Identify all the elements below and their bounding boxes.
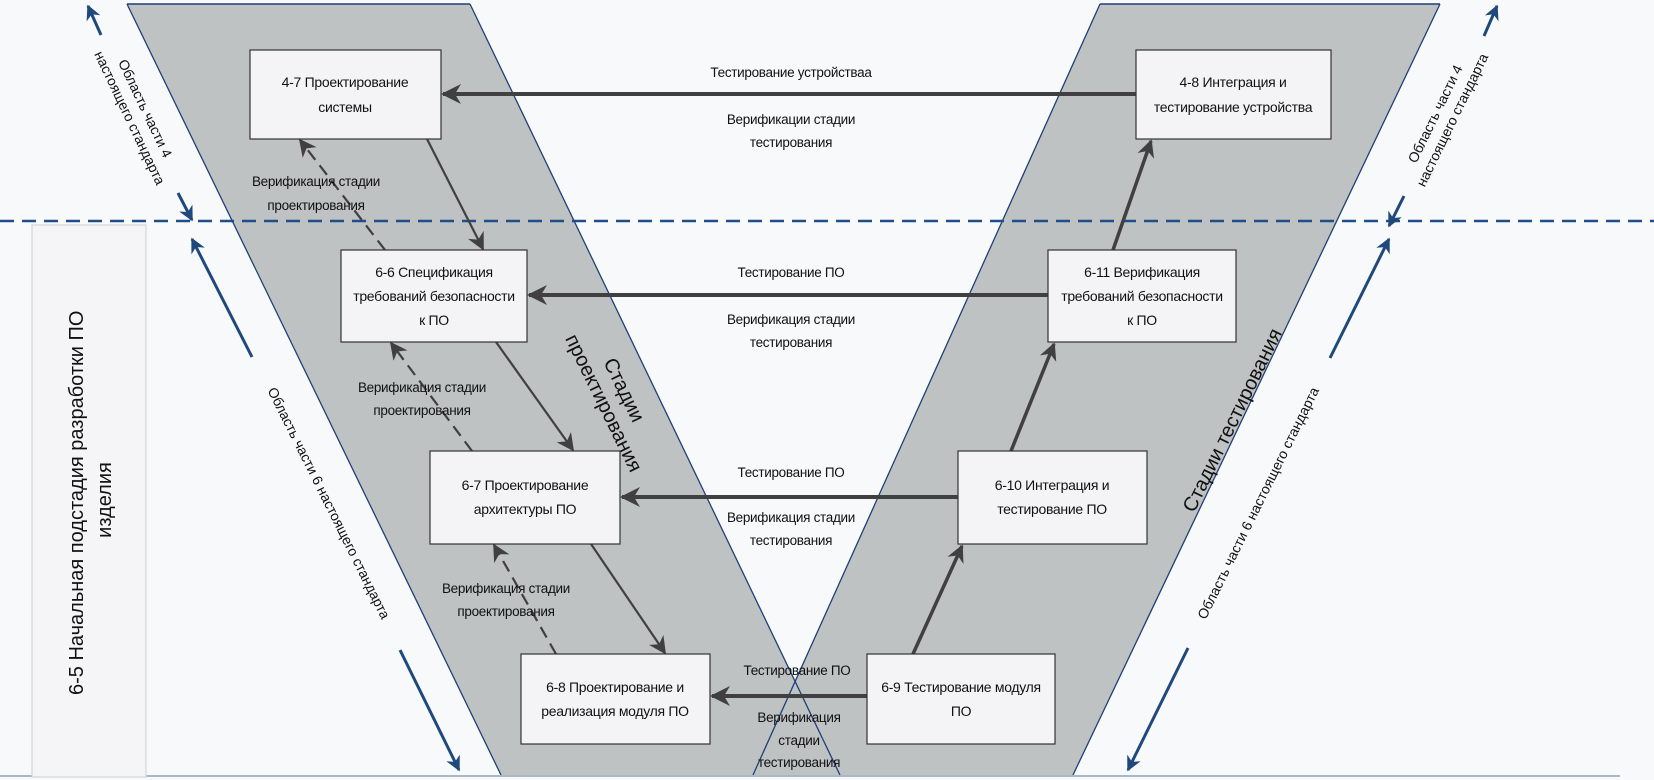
flow-arrow-6-9-to-6-10 [911, 544, 964, 655]
design-stage-band [127, 4, 840, 775]
verification-arrow-6-8-to-6-7 [493, 543, 557, 655]
test-link-label-top: Тестирование ПО [738, 265, 845, 280]
scope-arrow-part6-left-down [398, 649, 461, 772]
scope-arrow-part6-right-up [1328, 237, 1391, 359]
scope-arrow-part4-right-up [1482, 4, 1499, 37]
band-edge [126, 3, 502, 776]
verification-arrow-6-6-to-4-7 [298, 138, 386, 251]
band-edge [1072, 3, 1441, 776]
band-edge [469, 3, 841, 776]
initial-phase-label: 6-5 Начальная подстадия разработки ПО из… [66, 305, 116, 695]
flow-arrow-6-10-to-6-11 [1009, 342, 1057, 452]
flow-arrow-6-11-to-4-8 [1111, 139, 1155, 251]
scope-arrow-part4-left-up [86, 4, 103, 36]
scope-arrow-part4-left-down [176, 192, 194, 222]
scope-arrow-part6-left-up [190, 237, 254, 358]
initial-phase-box [31, 224, 147, 778]
scope-arrow-part6-right-down [1126, 647, 1190, 772]
testing-stage-band [753, 4, 1440, 775]
verification-arrow-6-7-to-6-6 [389, 341, 473, 452]
band-edge [752, 3, 1101, 776]
test-link-label-top: Тестирование ПО [738, 465, 845, 480]
test-link-label-top: Тестирование ПО [744, 663, 851, 678]
test-link-label-top: Тестирование устройстваа [710, 65, 872, 80]
flow-arrow-6-6-to-6-7 [495, 341, 575, 452]
flow-arrow-6-7-to-6-8 [590, 543, 666, 655]
flow-arrow-4-7-to-6-6 [426, 138, 484, 251]
scope-arrow-part4-right-down [1387, 195, 1406, 228]
